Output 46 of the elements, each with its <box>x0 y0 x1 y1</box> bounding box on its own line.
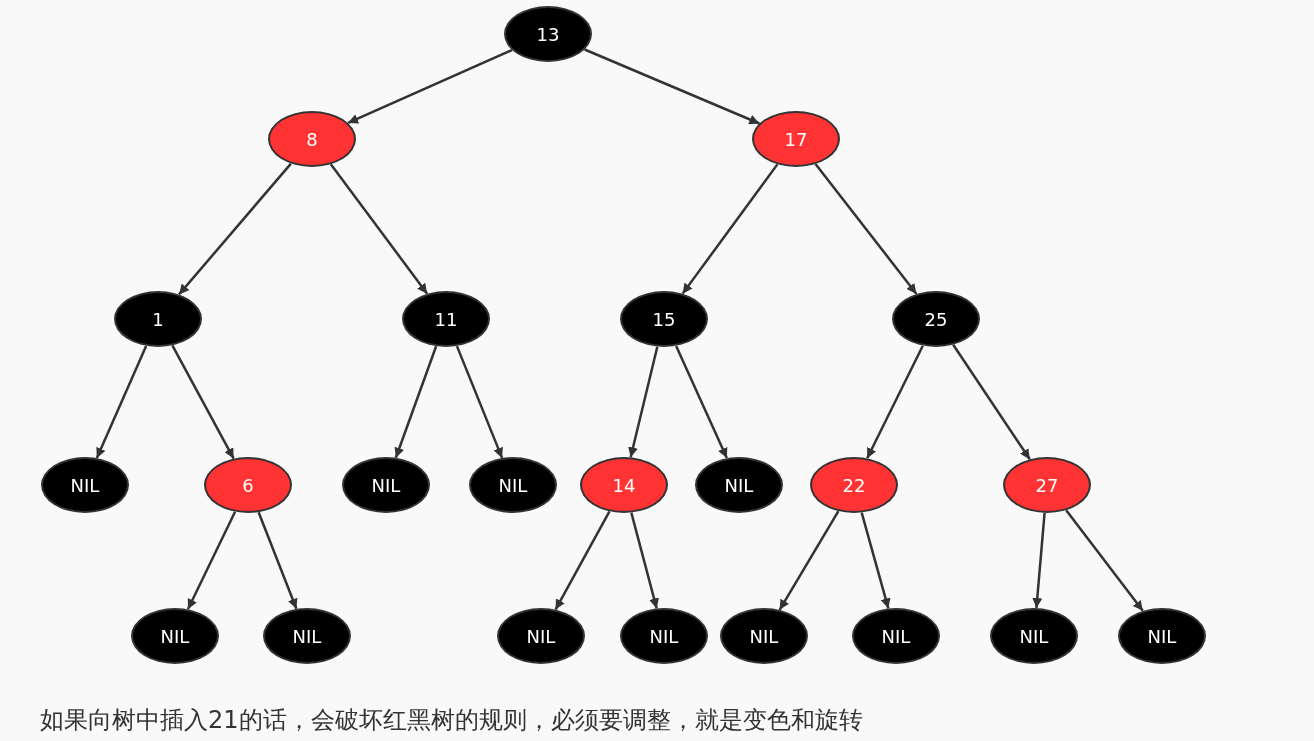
arrow <box>1032 512 1046 609</box>
node-value: NIL <box>749 625 779 647</box>
node-value: 11 <box>434 308 458 330</box>
arrow <box>630 512 659 609</box>
arrow <box>329 163 429 295</box>
arrow <box>95 345 148 459</box>
arrow <box>860 512 891 609</box>
node-value: NIL <box>526 625 556 647</box>
arrow <box>171 344 235 460</box>
arrow <box>455 345 504 459</box>
node-value: NIL <box>371 474 401 496</box>
node-value: 27 <box>1035 474 1059 496</box>
tree-node <box>504 6 592 62</box>
node-value: NIL <box>292 625 322 647</box>
arrow <box>394 345 438 459</box>
arrow <box>257 511 298 610</box>
tree-node <box>268 111 356 167</box>
arrow <box>675 345 728 459</box>
node-value: 1 <box>152 308 164 330</box>
arrow <box>628 346 659 458</box>
node-value: 15 <box>652 308 676 330</box>
arrow <box>186 511 237 610</box>
arrow <box>952 344 1031 460</box>
node-value: NIL <box>881 625 911 647</box>
node-value: NIL <box>1019 625 1049 647</box>
node-value: NIL <box>724 474 754 496</box>
node-value: NIL <box>649 625 679 647</box>
caption: 如果向树中插入21的话，会破坏红黑树的规则，必须要调整，就是变色和旋转 <box>40 705 863 736</box>
node-value: 25 <box>924 308 948 330</box>
node-value: NIL <box>70 474 100 496</box>
node-value: NIL <box>160 625 190 647</box>
node-value: NIL <box>1147 625 1177 647</box>
node-value: 22 <box>842 474 866 496</box>
arrow <box>1065 509 1144 612</box>
node-value: 14 <box>612 474 636 496</box>
node-value: NIL <box>498 474 528 496</box>
arrow <box>584 48 760 125</box>
node-value: 17 <box>784 128 808 150</box>
tree-node <box>752 111 840 167</box>
arrow <box>814 163 918 295</box>
arrow <box>554 510 611 611</box>
node-value: 8 <box>306 128 318 150</box>
node-value: 6 <box>242 474 254 496</box>
node-value: 13 <box>536 23 560 45</box>
arrow <box>866 345 924 459</box>
arrow <box>778 510 840 611</box>
